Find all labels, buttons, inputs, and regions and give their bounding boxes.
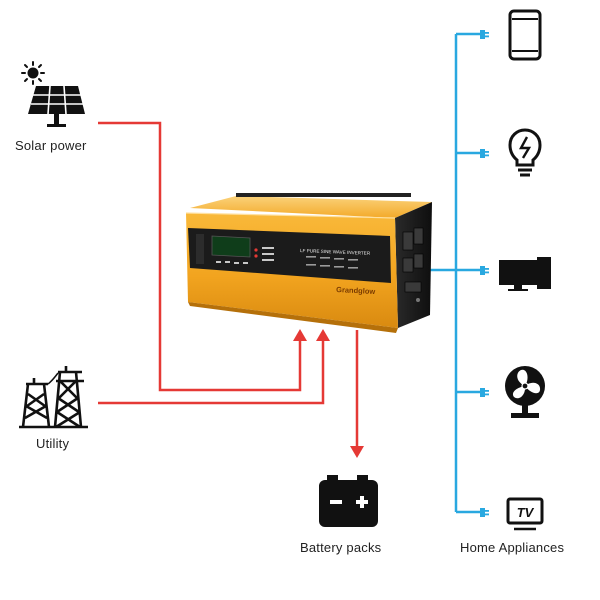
utility-label: Utility — [36, 436, 70, 451]
tv-icon — [506, 497, 544, 531]
fan-icon — [505, 366, 545, 418]
solar-arrow-up — [293, 329, 307, 341]
appliance-output-bus — [425, 32, 480, 514]
inverter-panel-title: LF PURE SINE WAVE INVERTER — [300, 248, 371, 256]
utility-input-line — [98, 340, 325, 405]
battery-icon — [319, 475, 378, 527]
phone-icon — [508, 9, 542, 61]
inverter-unit — [185, 193, 432, 333]
solar-input-line — [98, 121, 302, 392]
utility-arrow-up — [316, 329, 330, 341]
inverter-brand: Grandglow — [336, 285, 376, 296]
lightbulb-icon — [508, 128, 542, 177]
sun-icon — [21, 61, 45, 85]
power-pylon-icon — [19, 366, 88, 429]
solar-power-label: Solar power — [15, 138, 87, 153]
solar-panel-icon — [28, 85, 85, 127]
battery-packs-label: Battery packs — [300, 540, 382, 555]
tv-icon-text: TV — [517, 505, 535, 520]
battery-output-line — [350, 330, 364, 458]
plug-connectors — [480, 30, 489, 517]
home-appliances-label: Home Appliances — [460, 540, 565, 555]
computer-icon — [499, 257, 551, 291]
